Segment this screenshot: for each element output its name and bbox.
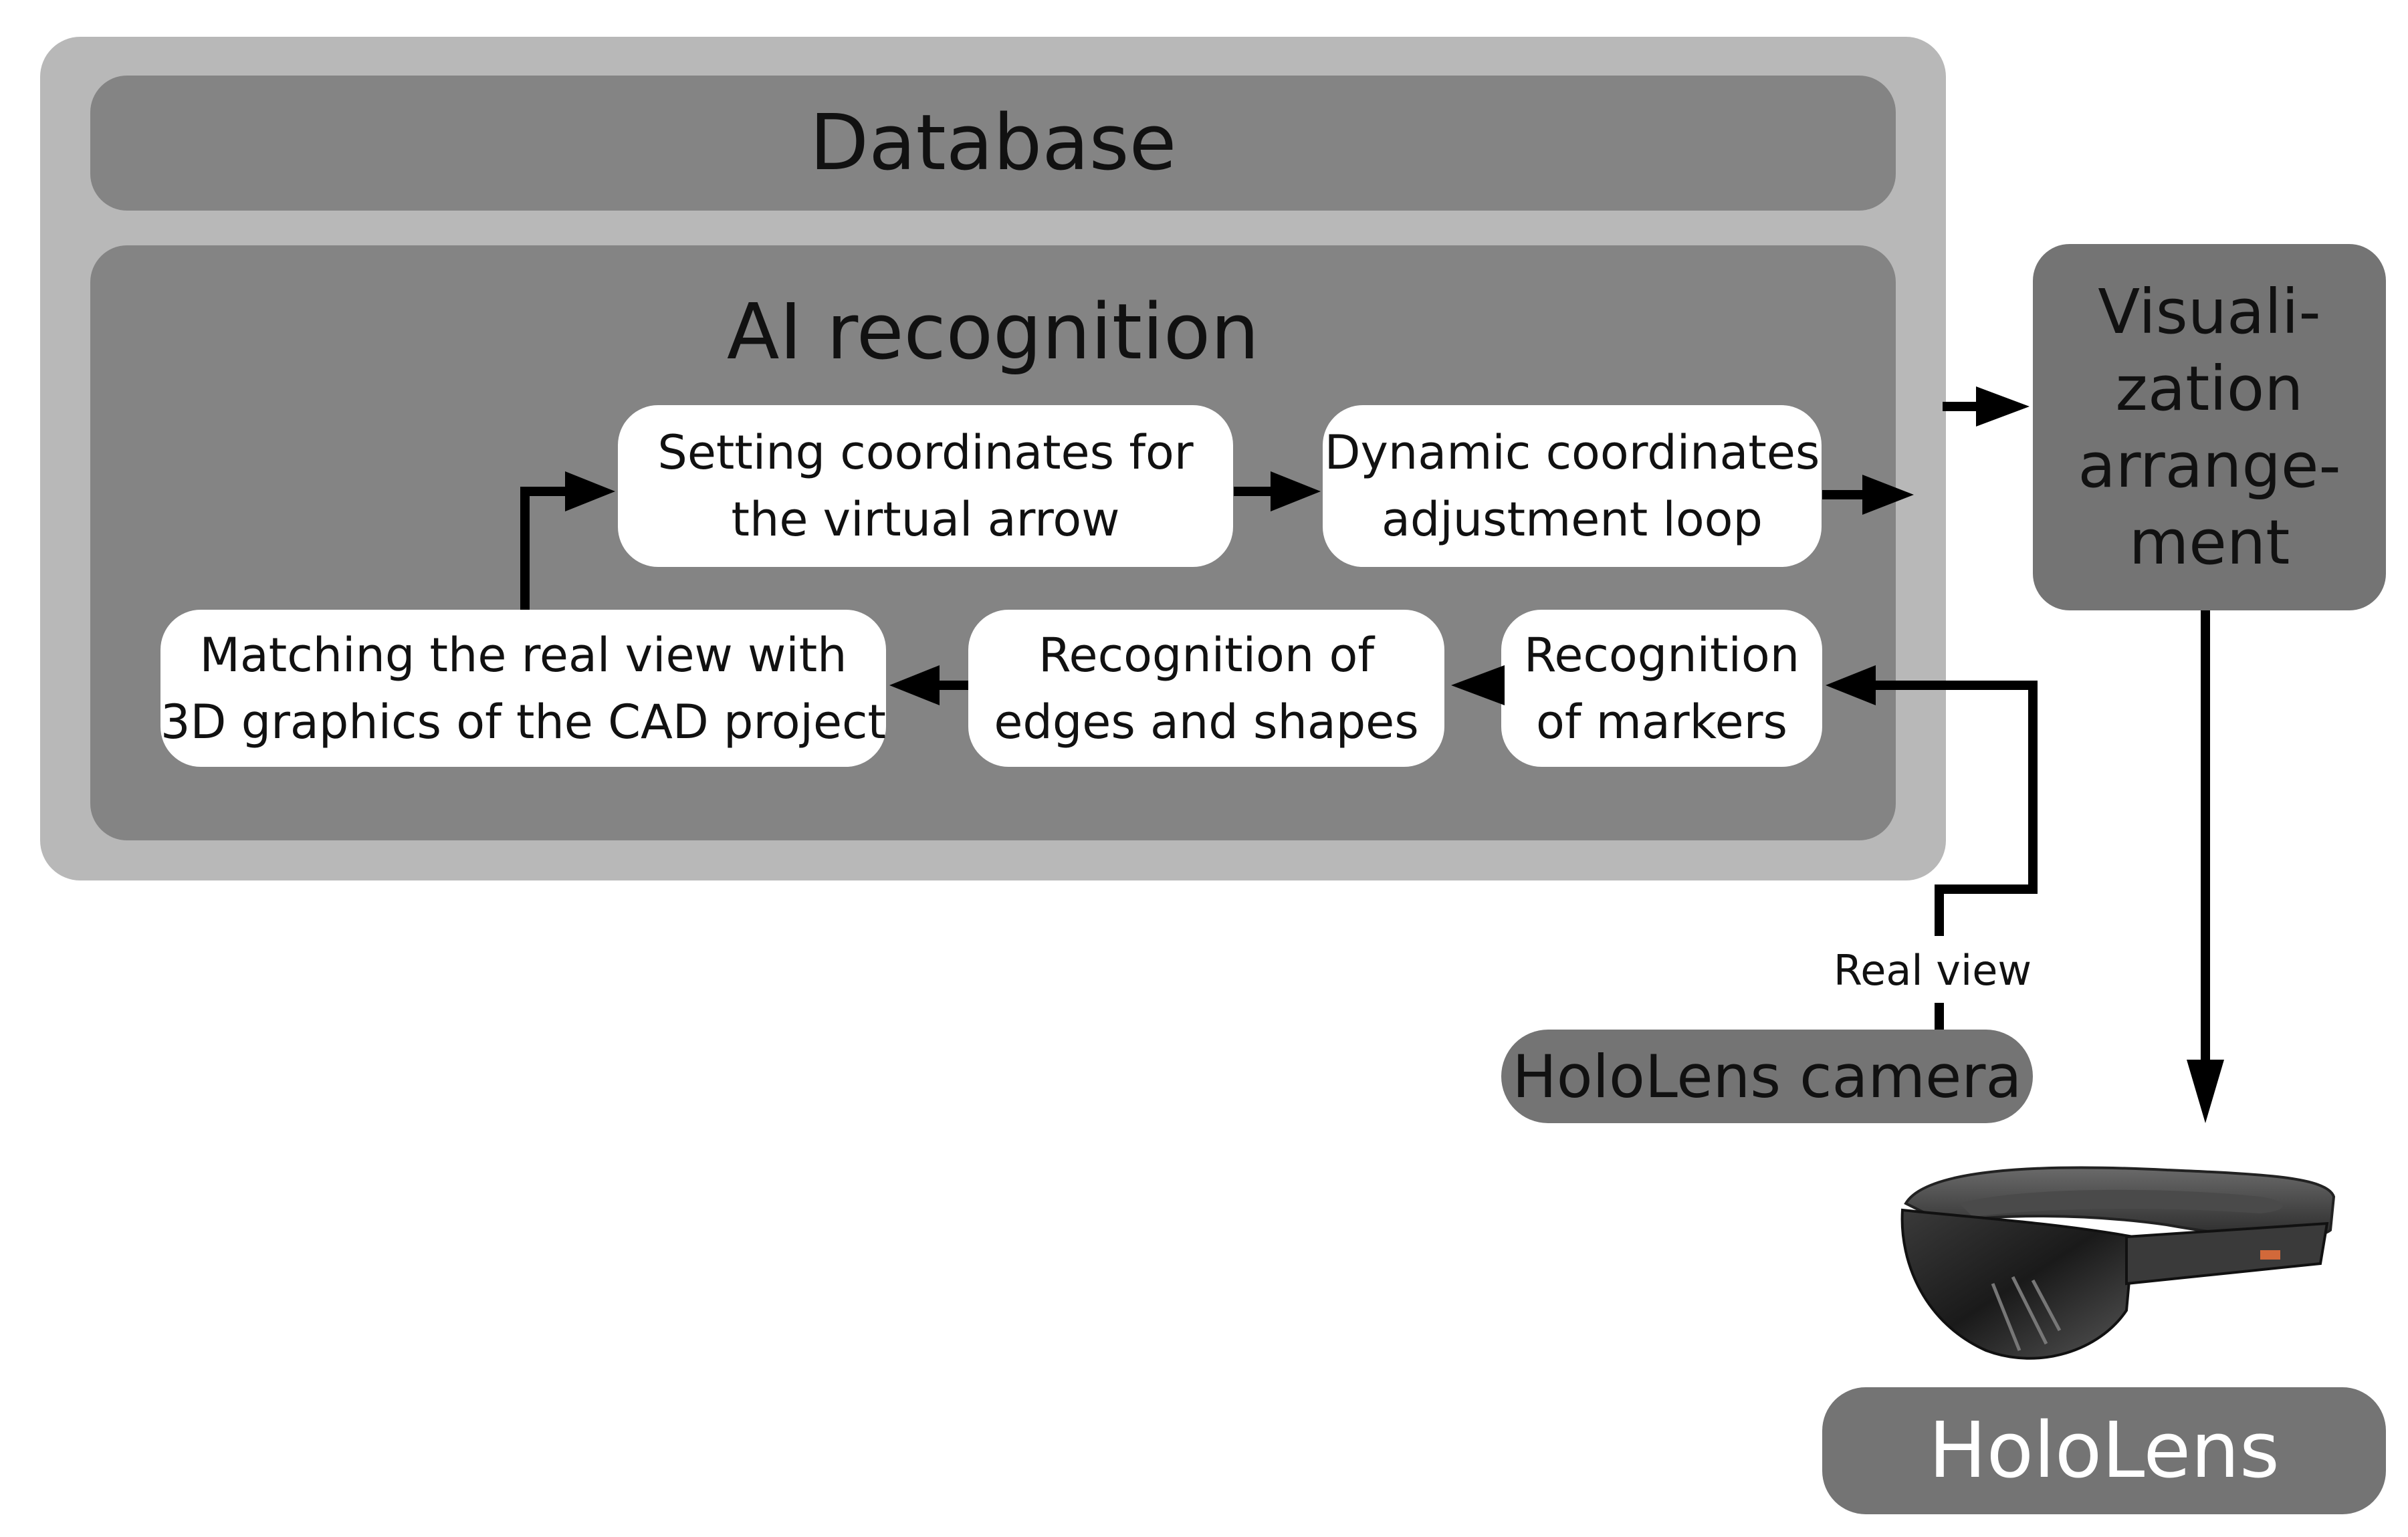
dynamic-adjustment-box: Dynamic coordinates adjustment loop: [1323, 405, 1822, 567]
setting-coordinates-box: Setting coordinates for the virtual arro…: [618, 405, 1233, 567]
recognition-markers-box: Recognition of markers: [1501, 610, 1822, 767]
hololens-headset-image: [1886, 1150, 2354, 1364]
database-panel: Database: [90, 76, 1896, 211]
arrowhead-visualization: [1976, 386, 2030, 427]
visualization-arrangement-box: Visuali- zation arrange- ment: [2033, 244, 2386, 610]
matching-view-box: Matching the real view with 3D graphics …: [160, 610, 886, 767]
hololens-camera-box: HoloLens camera: [1501, 1030, 2033, 1123]
arrowhead-hololens: [2187, 1060, 2224, 1123]
real-view-label: Real view: [1833, 946, 2032, 995]
hololens-label: HoloLens: [1929, 1406, 2280, 1496]
hololens-camera-label: HoloLens camera: [1512, 1042, 2022, 1111]
ai-recognition-label: AI recognition: [726, 287, 1260, 377]
database-label: Database: [809, 98, 1177, 188]
hololens-box: HoloLens: [1822, 1387, 2386, 1514]
recognition-edges-box: Recognition of edges and shapes: [968, 610, 1444, 767]
